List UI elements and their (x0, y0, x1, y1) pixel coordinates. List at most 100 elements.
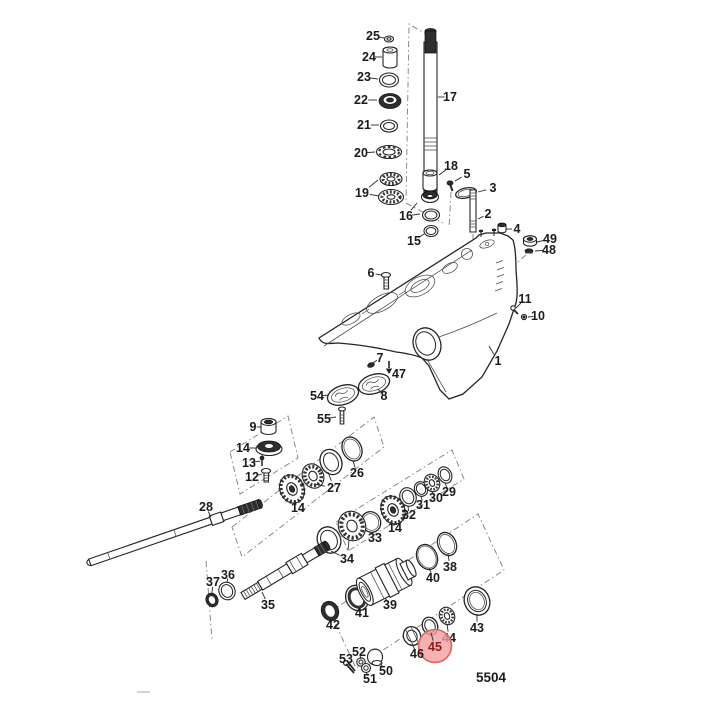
leader-line-26 (352, 460, 356, 468)
leader-line-13 (253, 460, 261, 463)
part-35-propshaft (240, 540, 331, 601)
part-label-21[interactable]: 21 (357, 118, 371, 132)
part-label-8[interactable]: 8 (381, 389, 388, 403)
part-11-screw (510, 305, 519, 315)
part-5-screw (446, 180, 454, 192)
part-label-34[interactable]: 34 (340, 552, 354, 566)
part-label-52[interactable]: 52 (352, 645, 366, 659)
part-label-39[interactable]: 39 (383, 598, 397, 612)
leader-line-35 (261, 591, 266, 600)
part-label-13[interactable]: 13 (242, 456, 256, 470)
part-label-50[interactable]: 50 (379, 664, 393, 678)
part-6-bolt (380, 271, 392, 290)
leader-line-41 (357, 606, 361, 611)
part-label-53[interactable]: 53 (339, 652, 353, 666)
part-label-30[interactable]: 30 (429, 491, 443, 505)
leader-line-16 (410, 202, 418, 211)
leader-line-11 (515, 302, 522, 309)
part-label-7[interactable]: 7 (377, 351, 384, 365)
part-label-48[interactable]: 48 (542, 243, 556, 257)
part-label-33[interactable]: 33 (368, 531, 382, 545)
part-14-drive-gear (379, 494, 407, 526)
part-13-pin (259, 455, 265, 466)
part-label-14[interactable]: 14 (236, 441, 250, 455)
part-label-6[interactable]: 6 (368, 266, 375, 280)
leader-line-25 (377, 36, 385, 39)
leader-line-27 (327, 471, 332, 481)
part-label-37[interactable]: 37 (206, 575, 220, 589)
part-label-9[interactable]: 9 (250, 420, 257, 434)
part-label-1[interactable]: 1 (495, 354, 502, 368)
part-label-36[interactable]: 36 (221, 568, 235, 582)
leader-line-29 (444, 482, 448, 489)
part-label-15[interactable]: 15 (407, 234, 421, 248)
part-label-25[interactable]: 25 (366, 29, 380, 43)
part-label-16[interactable]: 16 (399, 209, 413, 223)
part-label-55[interactable]: 55 (317, 412, 331, 426)
part-12-screw (260, 467, 272, 483)
part-label-46[interactable]: 46 (410, 647, 424, 661)
part-label-2[interactable]: 2 (485, 207, 492, 221)
leader-line-45 (430, 632, 434, 641)
housing-top-studs (478, 228, 497, 237)
part-label-49[interactable]: 49 (543, 232, 557, 246)
part-label-17[interactable]: 17 (443, 90, 457, 104)
leader-line-1 (488, 345, 495, 355)
part-label-47[interactable]: 47 (392, 367, 406, 381)
part-label-22[interactable]: 22 (354, 93, 368, 107)
part-label-5[interactable]: 5 (464, 167, 471, 181)
part-label-32[interactable]: 32 (402, 508, 416, 522)
part-42-seal (320, 600, 340, 622)
leader-line-46 (411, 643, 416, 650)
part-label-29[interactable]: 29 (442, 485, 456, 499)
part-label-54[interactable]: 54 (310, 389, 324, 403)
part-label-38[interactable]: 38 (443, 560, 457, 574)
part-label-27[interactable]: 27 (327, 481, 341, 495)
part-label-45[interactable]: 45 (428, 640, 442, 654)
part-label-28[interactable]: 28 (199, 500, 213, 514)
part-label-23[interactable]: 23 (357, 70, 371, 84)
leader-line-55 (329, 416, 337, 419)
part-label-11[interactable]: 11 (518, 292, 531, 306)
part-label-10[interactable]: 10 (531, 309, 545, 323)
part-30-bearing (423, 473, 441, 493)
part-24-bushing (382, 46, 398, 69)
part-label-4[interactable]: 4 (514, 222, 521, 236)
part-44-bearing (438, 606, 456, 626)
part-label-18[interactable]: 18 (444, 159, 458, 173)
leader-line-6 (375, 273, 382, 276)
part-label-51[interactable]: 51 (363, 672, 377, 686)
part-label-14-3[interactable]: 14 (388, 521, 402, 535)
part-label-3[interactable]: 3 (490, 181, 497, 195)
leader-line-37 (211, 586, 214, 594)
leader-line-2 (477, 215, 484, 220)
leader-line-28 (207, 511, 212, 518)
part-label-19[interactable]: 19 (355, 186, 369, 200)
part-label-20[interactable]: 20 (354, 146, 368, 160)
housing-trailing-edge-hatch (494, 260, 505, 292)
part-label-41[interactable]: 41 (355, 606, 369, 620)
part-40-oring (415, 543, 439, 571)
part-36-bushing (218, 581, 236, 601)
part-label-42[interactable]: 42 (326, 618, 340, 632)
part-38-oring (436, 531, 458, 557)
part-label-31[interactable]: 31 (416, 498, 430, 512)
part-label-26[interactable]: 26 (350, 466, 364, 480)
leader-line-42 (329, 618, 333, 623)
leader-line-51 (365, 671, 369, 677)
part-label-43[interactable]: 43 (470, 621, 484, 635)
part-label-12[interactable]: 12 (245, 470, 259, 484)
leader-line-20 (367, 151, 376, 154)
part-14-thrust-washer (255, 440, 283, 457)
part-15-retaining-ring (423, 224, 439, 238)
part-label-14-2[interactable]: 14 (291, 501, 305, 515)
leader-line-14 (392, 522, 395, 526)
part-label-24[interactable]: 24 (362, 50, 376, 64)
leader-line-16 (412, 213, 421, 216)
leader-line-7 (372, 359, 378, 364)
part-label-35[interactable]: 35 (261, 598, 275, 612)
part-label-40[interactable]: 40 (426, 571, 440, 585)
leader-line-15 (418, 233, 425, 239)
highlight-circle-45[interactable] (417, 628, 453, 664)
leader-line-40 (428, 567, 432, 574)
